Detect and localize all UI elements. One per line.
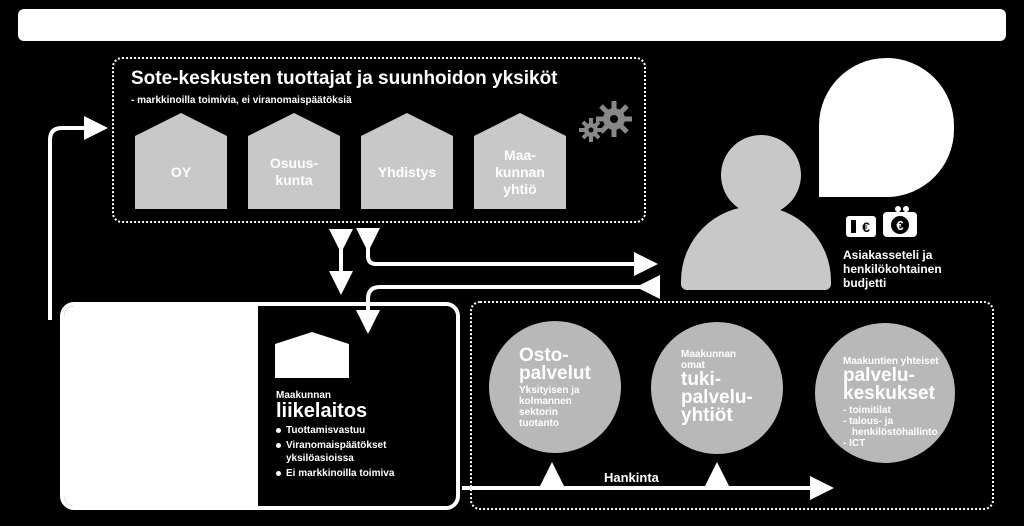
hankinta-label: Hankinta bbox=[604, 470, 659, 485]
list-item: - ICT bbox=[843, 438, 866, 449]
arrow-producers-customer bbox=[356, 228, 658, 276]
liikelaitos-label: Maakunnan bbox=[276, 390, 332, 401]
circle-palvelukeskukset: Maakuntien yhteiset palvelu- keskukset -… bbox=[815, 323, 955, 463]
coin-purse-icon: € bbox=[883, 206, 917, 237]
list-item: Ei markkinoilla toimiva bbox=[276, 467, 456, 480]
producers-group bbox=[112, 57, 646, 223]
circle-tukipalveluyhtiot: Maakunnan omat tuki- palvelu- yhtiöt bbox=[651, 322, 783, 454]
speech-bubble bbox=[819, 58, 954, 197]
house-yhdistys: Yhdistys bbox=[361, 113, 453, 209]
list-item: Tuottamisvastuu bbox=[276, 424, 456, 437]
liikelaitos-title: liikelaitos bbox=[276, 400, 368, 422]
top-banner bbox=[18, 9, 1006, 41]
producers-subtitle: - markkinoilla toimivia, ei viranomaispä… bbox=[131, 95, 352, 106]
house-oy: OY bbox=[135, 113, 227, 209]
arrow-customer-liikelaitos bbox=[356, 275, 660, 334]
palvelukeskukset-list: - toimitilat - talous- ja henkilöstöhall… bbox=[843, 405, 955, 449]
circle-ostopalvelut: Osto- palvelut Yksityisen ja kolmannen s… bbox=[489, 321, 621, 453]
liikelaitos-list: Tuottamisvastuu Viranomaispäätökset yksi… bbox=[276, 424, 456, 482]
svg-text:€: € bbox=[896, 218, 903, 233]
liikelaitos-box bbox=[60, 302, 460, 510]
list-item: - talous- ja bbox=[843, 416, 894, 427]
list-item: - toimitilat bbox=[843, 405, 891, 416]
house-osuuskunta: Osuus-kunta bbox=[248, 113, 340, 209]
voucher-label: Asiakasseteli ja henkilökohtainen budjet… bbox=[843, 248, 942, 290]
list-item: henkilöstöhallinto bbox=[852, 427, 938, 438]
gear-icon bbox=[579, 101, 632, 142]
arrow-left-loop bbox=[48, 116, 108, 320]
banknote-icon: € bbox=[846, 216, 876, 237]
person-head-icon bbox=[721, 135, 801, 215]
svg-text:€: € bbox=[862, 219, 870, 235]
list-item: Viranomaispäätökset yksilöasioissa bbox=[276, 439, 456, 465]
services-group bbox=[470, 301, 994, 510]
producers-title: Sote-keskusten tuottajat ja suunhoidon y… bbox=[131, 68, 558, 89]
liikelaitos-white-panel bbox=[64, 306, 258, 506]
